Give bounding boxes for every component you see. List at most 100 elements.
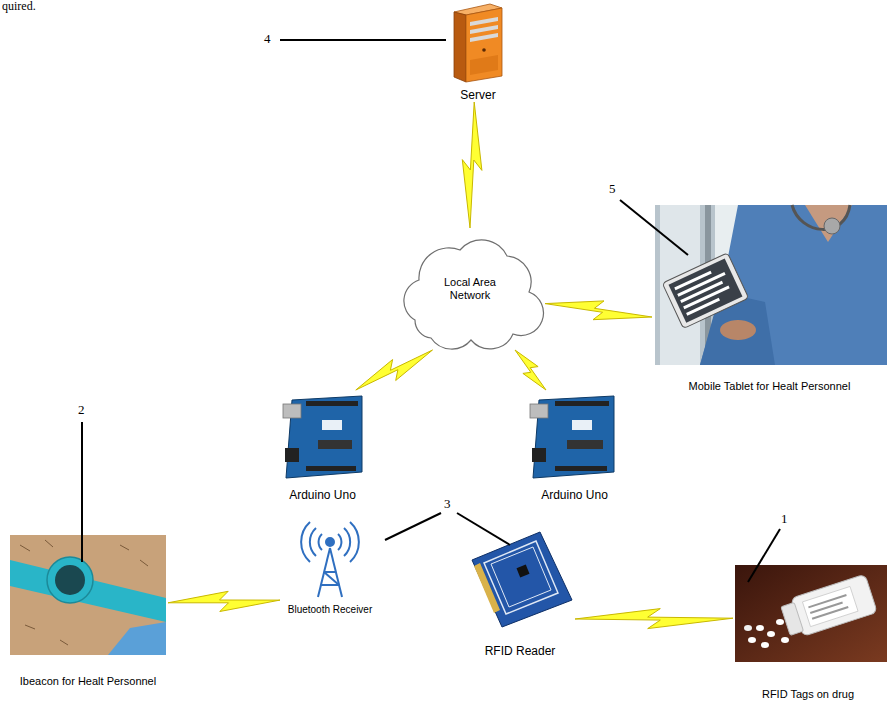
callout-number: 5	[609, 182, 616, 196]
callout-number: 4	[264, 32, 271, 46]
wireless-link	[575, 609, 733, 629]
wireless-link	[356, 350, 433, 390]
antenna-icon	[310, 528, 316, 556]
rfid-reader-board	[491, 547, 551, 607]
bluetooth-node: Bluetooth Receiver	[280, 510, 380, 616]
rfid-tags-node: RFID Tags on drug	[733, 563, 883, 701]
arduino-board	[572, 420, 592, 430]
arduino-node: Arduino Uno	[527, 390, 622, 502]
caption: Bluetooth Receiver	[288, 604, 373, 616]
network-cloud: Local Area Network	[395, 228, 545, 350]
cloud-outline	[404, 240, 544, 349]
arduino-board	[555, 466, 607, 471]
drug-photo	[810, 602, 843, 614]
arduino-board	[567, 440, 603, 449]
arduino-board	[530, 396, 614, 478]
tablet-photo	[792, 205, 850, 229]
rfid-reader-board	[472, 532, 572, 627]
cloud-label: Local Area Network	[429, 276, 511, 302]
server-icon	[466, 8, 502, 82]
drug-photo	[735, 565, 887, 662]
cut-text: quired.	[2, 0, 36, 13]
arduino-board	[306, 401, 358, 406]
arduino-board	[322, 420, 342, 430]
arduino-board	[532, 448, 546, 462]
rfid-reader-node: RFID Reader	[465, 528, 575, 658]
ibeacon-node: Ibeacon for Healt Personnel	[8, 533, 168, 688]
callout-number: 2	[78, 403, 85, 417]
rfid-reader-board	[472, 532, 572, 627]
drug-photo	[791, 574, 878, 636]
arduino-board	[318, 440, 352, 449]
leader-line	[385, 513, 441, 540]
drug-photo	[779, 574, 877, 640]
antenna-icon	[321, 584, 339, 586]
server-icon	[470, 33, 498, 42]
tablet-photo	[655, 205, 887, 365]
callout-number: 3	[444, 497, 451, 511]
antenna-icon	[324, 572, 339, 585]
drug-photo	[781, 602, 804, 635]
server-icon	[470, 55, 498, 75]
server-icon	[470, 25, 498, 34]
server-icon	[470, 17, 498, 26]
antenna-icon	[301, 522, 310, 562]
arduino-board	[530, 404, 548, 418]
antenna-icon	[319, 534, 322, 550]
drug-photo	[735, 565, 887, 662]
tablet-photo	[662, 253, 748, 329]
antenna-icon	[326, 538, 334, 546]
ibeacon-photo	[55, 565, 85, 595]
leader-line	[620, 200, 688, 255]
drug-photo	[812, 606, 849, 620]
antenna-icon	[350, 522, 359, 562]
server-icon	[454, 4, 502, 82]
drug-photo	[756, 625, 764, 631]
arduino-board	[283, 404, 301, 418]
arduino-board	[285, 448, 299, 462]
arduino-board	[306, 466, 356, 471]
leader-line	[81, 422, 83, 562]
caption: RFID Reader	[485, 644, 556, 658]
caption: RFID Tags on drug	[762, 688, 854, 701]
server-node: Server	[440, 2, 516, 102]
arduino-node: Arduino Uno	[275, 390, 370, 502]
callout-number: 1	[781, 512, 788, 526]
rfid-reader-board	[516, 564, 529, 577]
tablet-node: Mobile Tablet for Healt Personnel	[652, 203, 887, 393]
wireless-link	[168, 591, 280, 611]
wireless-link	[545, 301, 652, 320]
server-icon	[454, 12, 466, 82]
rfid-reader-board	[474, 563, 500, 613]
tablet-photo	[824, 218, 840, 234]
drug-photo	[748, 637, 756, 643]
drug-photo	[776, 619, 784, 625]
drug-photo	[781, 637, 789, 643]
caption: Mobile Tablet for Healt Personnel	[689, 380, 851, 393]
leader-line	[82, 40, 780, 582]
antenna-icon	[338, 534, 341, 550]
tablet-photo	[662, 253, 748, 329]
drug-photo	[744, 625, 752, 631]
tablet-photo	[655, 205, 887, 365]
tablet-photo	[686, 298, 720, 316]
caption: Ibeacon for Healt Personnel	[20, 675, 156, 688]
ibeacon-photo	[10, 535, 166, 655]
antenna-icon	[344, 528, 350, 556]
antenna-icon	[301, 522, 359, 597]
tablet-photo	[720, 320, 756, 340]
arduino-board	[283, 396, 362, 478]
tablet-photo	[805, 205, 852, 242]
drug-photo	[802, 586, 858, 626]
drug-photo	[767, 631, 775, 637]
leader-line	[457, 513, 510, 545]
caption: Server	[460, 88, 495, 102]
arduino-board	[555, 401, 609, 406]
caption: Arduino Uno	[289, 488, 356, 502]
ibeacon-photo	[108, 622, 166, 655]
leader-line	[280, 39, 446, 41]
ibeacon-photo	[47, 557, 93, 603]
